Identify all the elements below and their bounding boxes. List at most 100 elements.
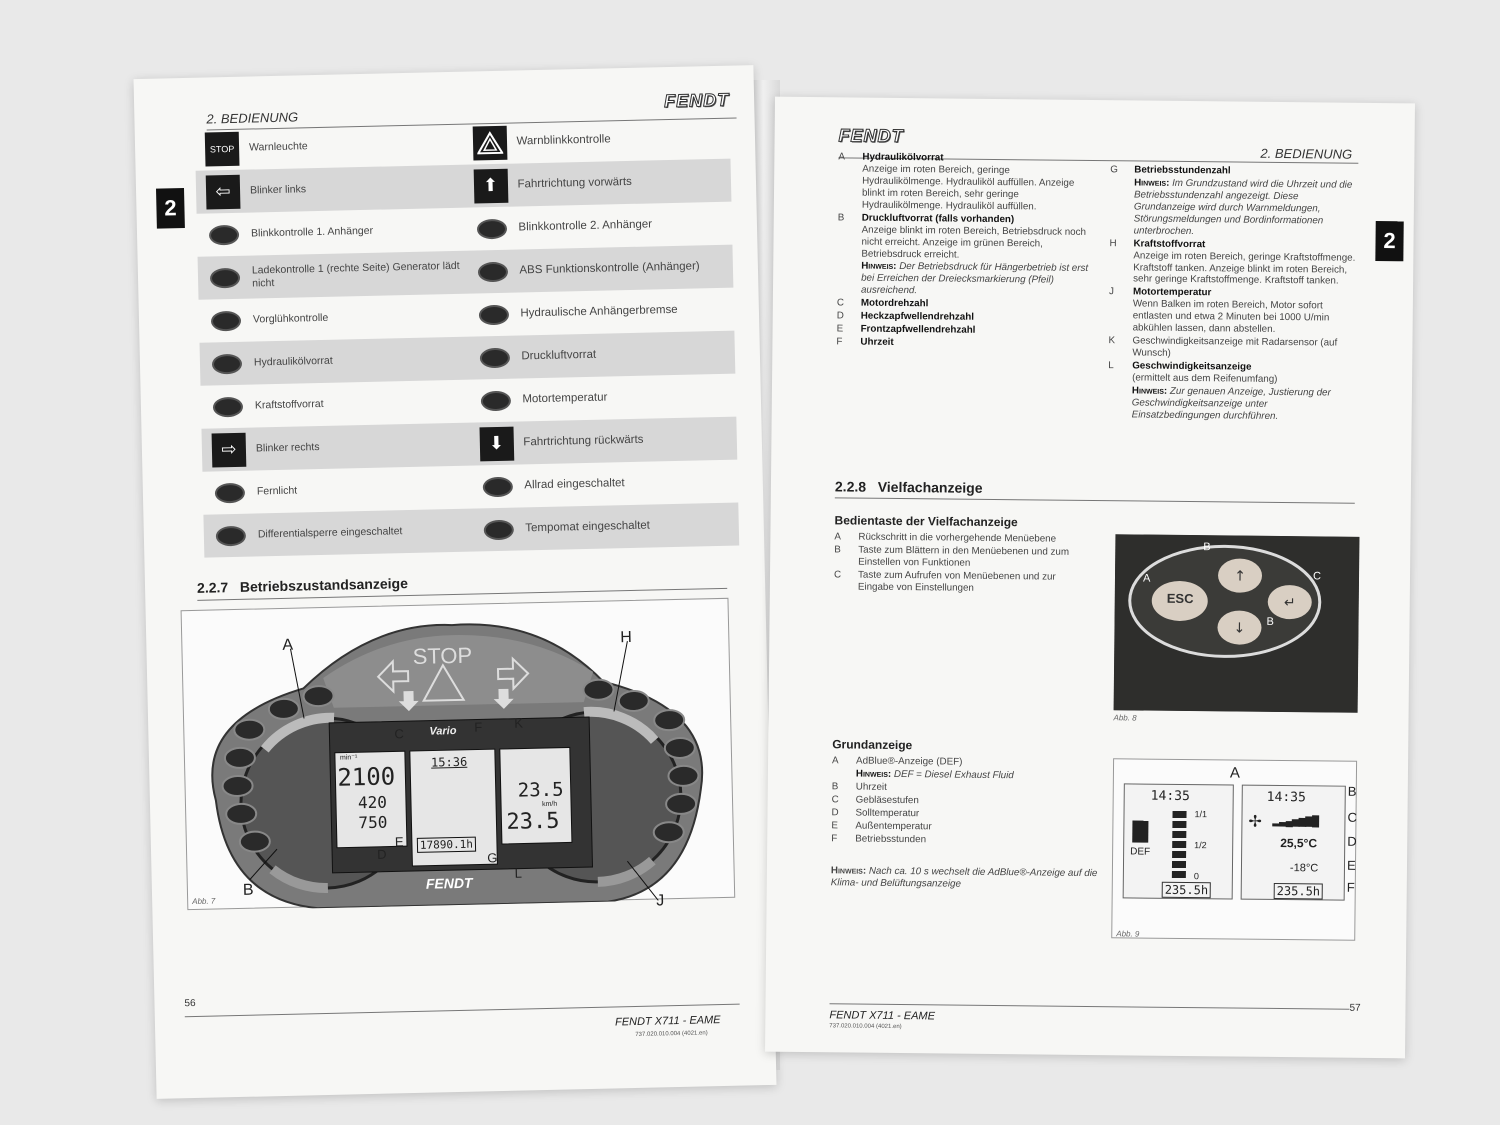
lamp-label: Warnleuchte: [248, 140, 308, 154]
legend-item: Hinweis: Zur genauen Anzeige, Justierung…: [1108, 385, 1358, 423]
legend-title: Frontzapfwellendrehzahl: [860, 323, 976, 336]
footer-model: FENDT X711 - EAME: [829, 1009, 936, 1023]
legend-body: Rückschritt in die vorhergehende Menüebe…: [858, 532, 1056, 546]
legend-body: Gebläsestufen: [856, 794, 919, 807]
legend-body: Geschwindigkeitsanzeige mit Radarsensor …: [1132, 336, 1358, 362]
lamp-label: Blinkkontrolle 2. Anhänger: [518, 218, 653, 234]
glow-plug-icon: [209, 303, 244, 338]
lcd-hours-right: 235.5h: [1273, 882, 1324, 900]
legend-text: Wenn Balken im roten Bereich, Motor sofo…: [1132, 298, 1330, 336]
lcd-figure: 14:35 DEF 1/1 1/2 0 235.5h 14:35 ✢ ▂▃▄▅▆…: [1111, 758, 1358, 941]
abs-icon: [475, 254, 510, 289]
legend-item: Hinweis: Im Grundzustand wird die Uhrzei…: [1110, 177, 1361, 239]
lcd-time-right: 14:35: [1266, 789, 1306, 806]
legend-body: Hinweis: Der Betriebsdruck für Hängerbet…: [861, 261, 1092, 299]
legend-body: Außentemperatur: [855, 820, 931, 833]
arrow-down-icon: ⬇: [478, 426, 514, 461]
callout-h: H: [620, 629, 633, 647]
hint-label: Hinweis:: [861, 261, 897, 273]
legend-key: G: [1110, 164, 1118, 176]
footer-rule: [829, 1003, 1350, 1010]
lamp-cell-right: Allrad eingeschaltet: [470, 460, 738, 509]
legend-key: [1110, 177, 1135, 237]
display-hint: Hinweis: Nach ca. 10 s wechselt die AdBl…: [831, 865, 1101, 892]
esc-key-label: ESC: [1166, 590, 1194, 607]
speed-wheel-value: 23.5: [506, 808, 560, 835]
legend-title: Geschwindigkeitsanzeige: [1132, 360, 1252, 373]
lamp-cell-left: Hydraulikölvorrat: [200, 337, 468, 386]
legend-key: L: [1108, 360, 1114, 372]
lamp-label: Tempomat eingeschaltet: [525, 519, 651, 534]
arrow-right-icon: ⇨: [211, 432, 247, 467]
high-beam-icon: [213, 475, 248, 510]
legend-key: A: [832, 755, 839, 767]
legend-text: Uhrzeit: [855, 781, 887, 793]
lcd-left-panel: 14:35 DEF 1/1 1/2 0 235.5h: [1122, 783, 1234, 900]
lamp-label: Fernlicht: [256, 484, 298, 498]
lamp-cell-left: Kraftstoffvorrat: [200, 380, 468, 429]
footer-code: 737.020.010.004 (4021.en): [829, 1023, 902, 1031]
dashboard-figure: STOP Vario min⁻¹ 2100 420 750 15:36 1789…: [180, 597, 736, 911]
legend-title: Heckzapfwellendrehzahl: [860, 310, 975, 323]
fendt-logo: FENDT: [838, 125, 904, 147]
lamp-cell-right: ⬆Fahrtrichtung vorwärts: [463, 159, 731, 208]
cruise-control-icon: [481, 512, 516, 547]
lamp-cell-right: Tempomat eingeschaltet: [471, 503, 739, 552]
section-rule: [834, 497, 1355, 504]
pto-front-value: 750: [358, 812, 388, 833]
engine-temp-icon: [478, 383, 513, 418]
legend-item: L Geschwindigkeitsanzeige(ermittelt aus d…: [1108, 360, 1358, 386]
lamp-cell-left: ⇦Blinker links: [196, 165, 464, 214]
fan-level-bar: ▂▃▄▅▆▇█: [1272, 815, 1319, 828]
legend-key: C: [831, 794, 839, 806]
legend-key: C: [836, 297, 844, 309]
legend-key: K: [1108, 335, 1116, 347]
section-number: 2.2.7: [196, 579, 229, 596]
lcd-caption: Abb. 9: [1116, 929, 1140, 939]
lamp-cell-left: Vorglühkontrolle: [199, 294, 467, 343]
legend-text: AdBlue®-Anzeige (DEF): [856, 755, 963, 768]
lamp-label: Differentialsperre eingeschaltet: [257, 525, 403, 541]
legend-text: Solltemperatur: [855, 807, 920, 819]
set-temperature: 25,5°C: [1280, 836, 1318, 851]
legend-text: Anzeige im roten Bereich, geringe Krafts…: [1133, 249, 1356, 288]
page-header: 2. BEDIENUNG: [1260, 145, 1353, 162]
lamp-cell-right: Druckluftvorrat: [467, 331, 735, 380]
svg-text:↓: ↓: [1234, 621, 1246, 637]
air-pressure-icon: [477, 340, 512, 375]
legend-text: (ermittelt aus dem Reifenumfang): [1132, 372, 1278, 385]
legend-body: Uhrzeit: [856, 781, 887, 793]
legend-title: Kraftstoffvorrat: [1133, 238, 1206, 250]
hint-label: Hinweis:: [830, 865, 867, 877]
vario-logo: Vario: [429, 725, 457, 738]
lamp-label: Blinker rechts: [255, 441, 320, 455]
legend-key: C: [833, 569, 842, 581]
footer-model: FENDT X711 - EAME: [614, 1014, 721, 1029]
lamp-cell-left: Blinkkontrolle 1. Anhänger: [197, 208, 465, 257]
arrow-up-icon: ⬆: [473, 168, 508, 203]
section-number: 2.2.8: [834, 478, 867, 495]
legend-body: Betriebsstunden: [855, 833, 926, 846]
legend-key: B: [834, 544, 841, 556]
lamp-label: Kraftstoffvorrat: [254, 398, 324, 412]
arrow-left-icon: ⇦: [205, 174, 241, 210]
legend-body: Hinweis: Im Grundzustand wird die Uhrzei…: [1134, 177, 1361, 239]
legend-text: Taste zum Aufrufen von Menüebenen und zu…: [857, 569, 1056, 594]
outside-temperature: -18°C: [1289, 862, 1319, 875]
callout-k: K: [514, 715, 524, 731]
legend-key: D: [831, 807, 839, 819]
hint-text: Nach ca. 10 s wechselt die AdBlue®-Anzei…: [830, 865, 1098, 890]
lamp-cell-right: ⬇Fahrtrichtung rückwärts: [469, 417, 737, 466]
pto-rear-value: 420: [357, 792, 388, 813]
photo-label-b-top: B: [1203, 541, 1211, 554]
fuel-pump-icon: [1132, 820, 1149, 843]
legend-text: Taste zum Blättern in den Menüebenen und…: [858, 544, 1070, 569]
legend-item: K Geschwindigkeitsanzeige mit Radarsensor…: [1108, 335, 1358, 361]
photo-caption: Abb. 8: [1113, 713, 1137, 723]
